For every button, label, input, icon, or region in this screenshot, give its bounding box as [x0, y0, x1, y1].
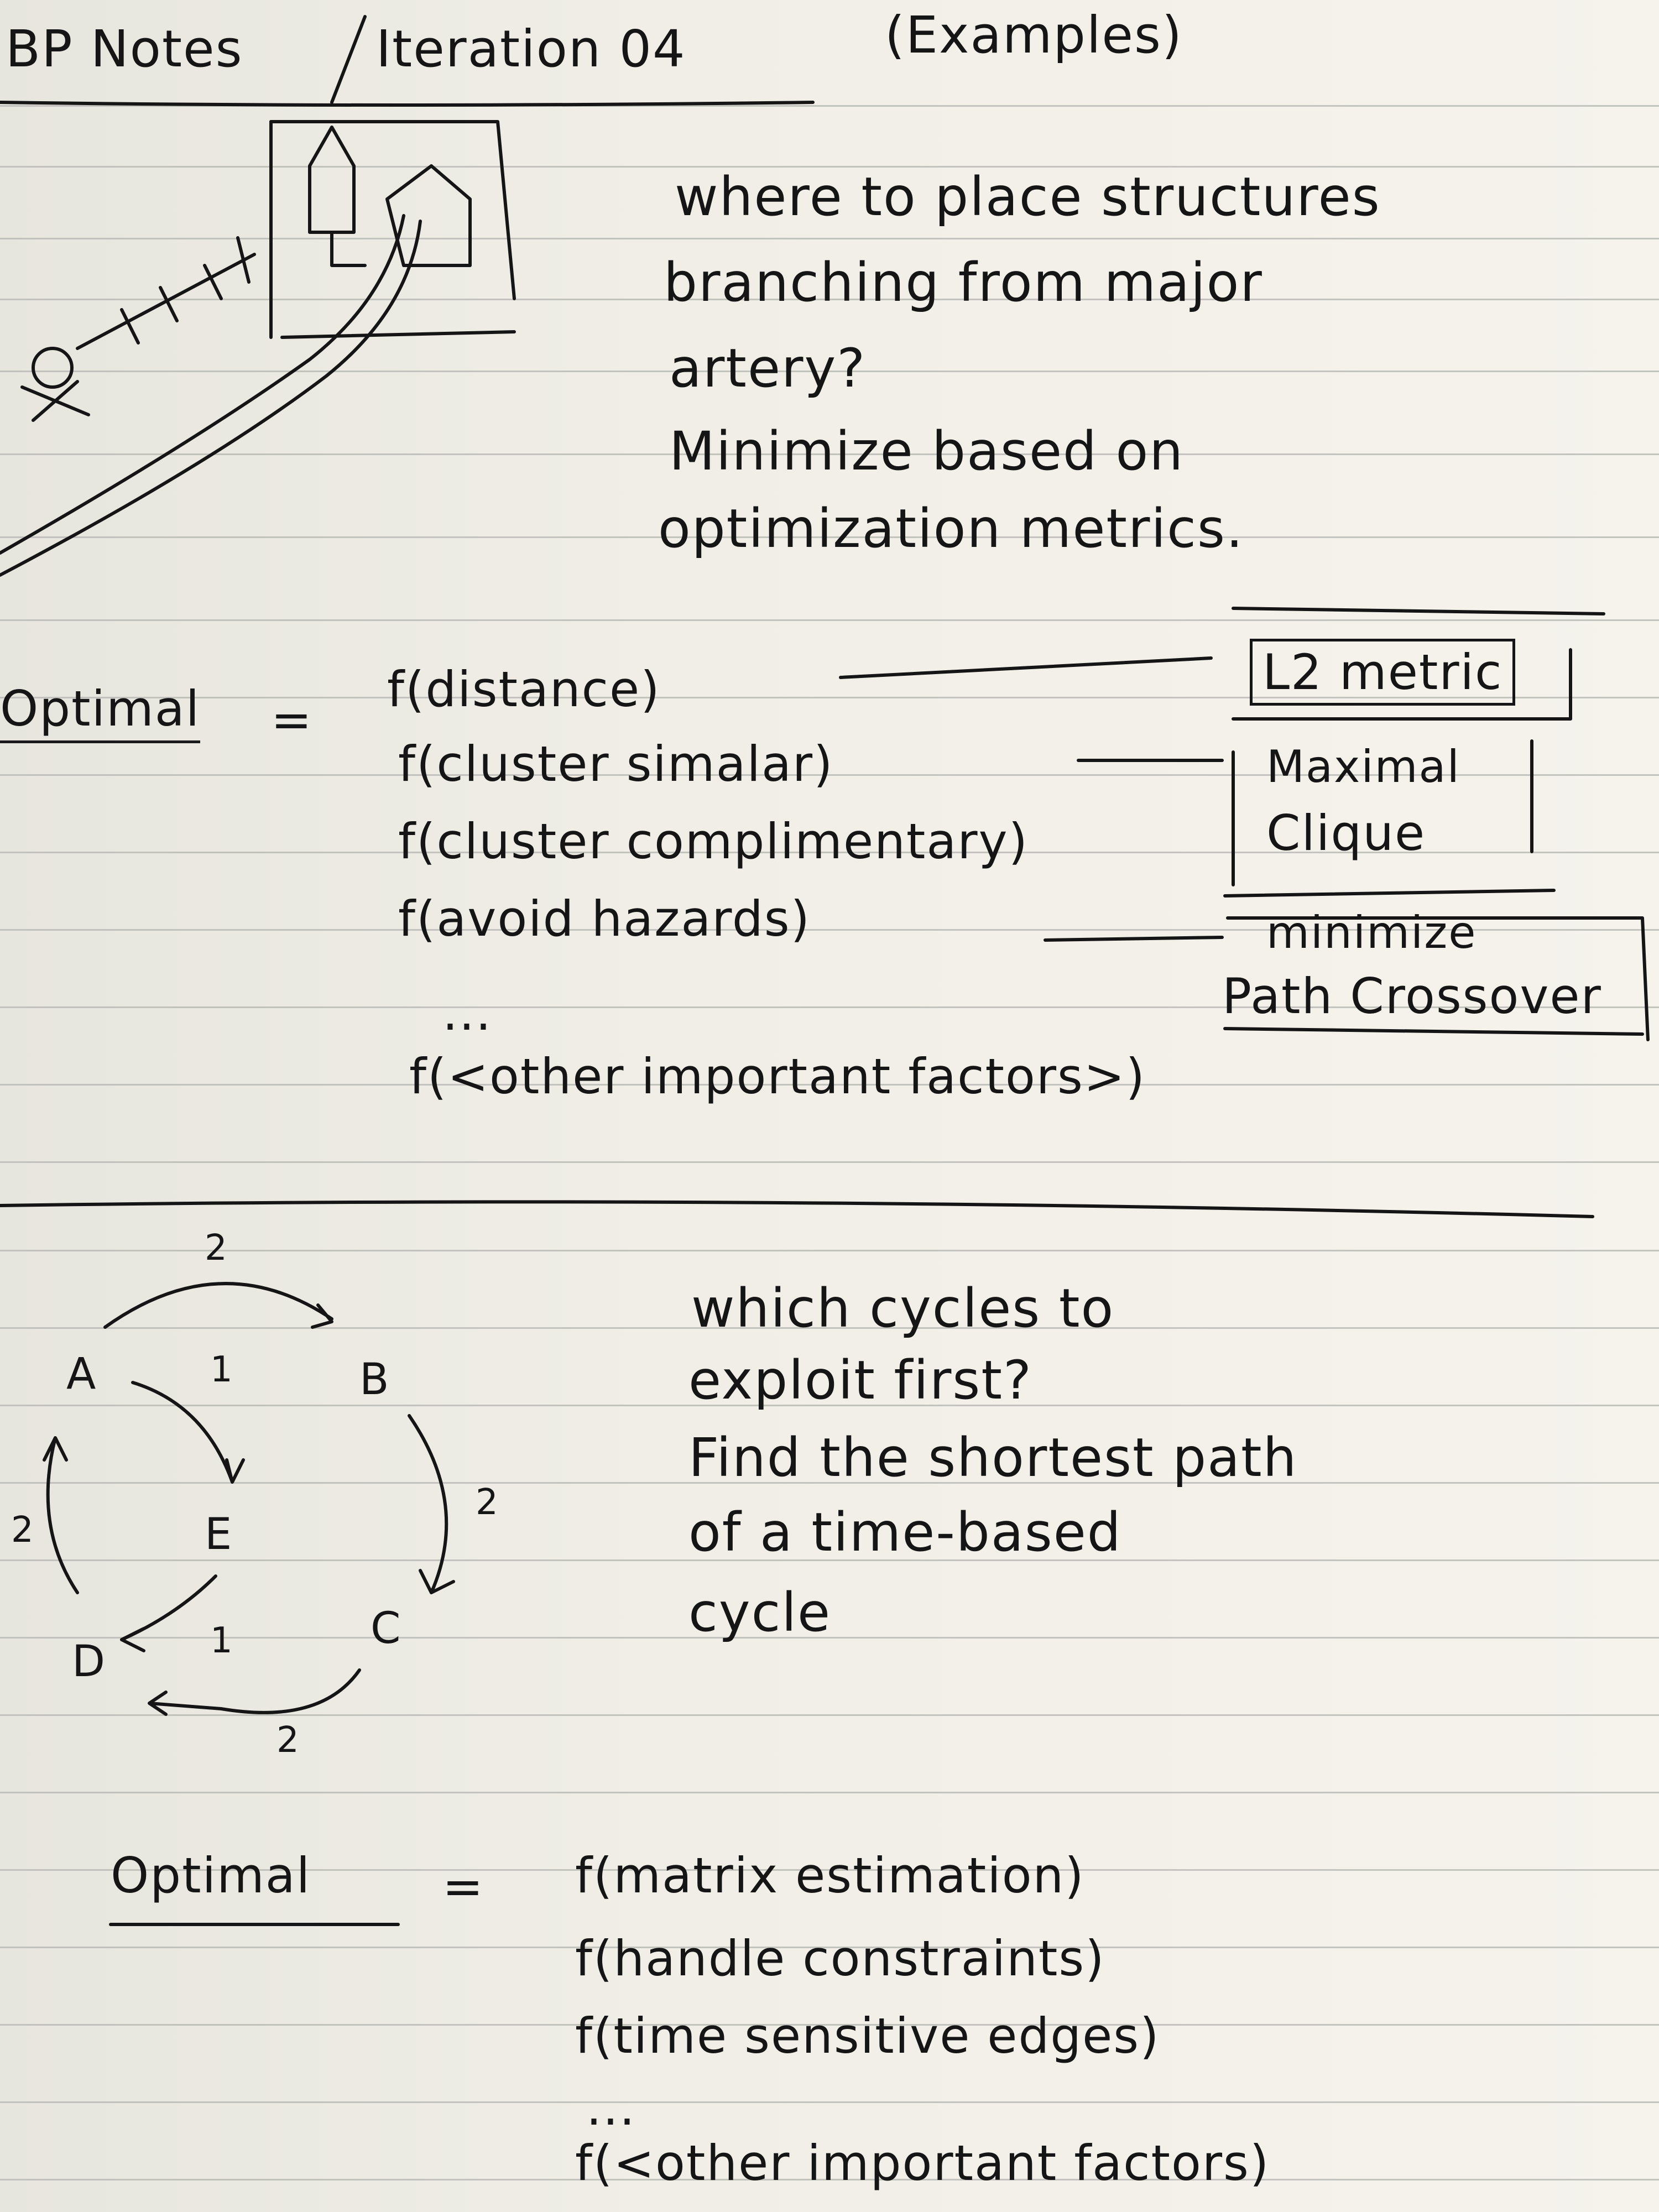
- node-a: A: [66, 1349, 97, 1399]
- node-b: B: [359, 1355, 390, 1405]
- section-divider: [0, 1200, 1594, 1218]
- edge-a-e: [131, 1381, 245, 1484]
- header-title-tag: (Examples): [885, 6, 1183, 65]
- rule-line: [0, 105, 1659, 107]
- rule-line: [0, 1161, 1659, 1163]
- rule-line: [0, 929, 1659, 931]
- node-e: E: [205, 1510, 233, 1559]
- answer-line: of a time-based: [688, 1501, 1122, 1563]
- metric-connectors: [839, 607, 1650, 1041]
- node-d: D: [72, 1637, 107, 1687]
- metric-clique-line2: Clique: [1266, 805, 1426, 862]
- rule-line: [0, 1947, 1659, 1948]
- rule-line: [0, 1714, 1659, 1716]
- factor-matrix-estimation: f(matrix estimation): [575, 1847, 1085, 1904]
- rule-line: [0, 1405, 1659, 1406]
- answer-line: Find the shortest path: [688, 1427, 1298, 1489]
- rule-line: [0, 2101, 1659, 2103]
- rule-line: [0, 619, 1659, 621]
- question-line: which cycles to: [691, 1277, 1115, 1339]
- rule-line: [0, 2024, 1659, 2026]
- rule-line: [0, 852, 1659, 853]
- weight-a-b: 2: [205, 1228, 228, 1269]
- rule-line: [0, 1869, 1659, 1871]
- rule-line: [0, 371, 1659, 372]
- equals2-sign: =: [442, 1858, 484, 1915]
- rule-line: [0, 774, 1659, 776]
- answer-line: Minimize based on: [669, 420, 1185, 482]
- factor2-ellipsis: ...: [586, 2079, 636, 2136]
- weight-e-d: 1: [210, 1620, 234, 1661]
- factor-ellipsis: ...: [442, 984, 492, 1041]
- rule-line: [0, 453, 1659, 455]
- weight-b-c: 2: [476, 1482, 499, 1523]
- rule-line: [0, 1482, 1659, 1484]
- header-title-left: BP Notes: [6, 19, 243, 79]
- factor-cluster-similar: f(cluster simalar): [398, 735, 834, 792]
- artery-sketch: [0, 120, 516, 577]
- rule-line: [0, 299, 1659, 300]
- node-c: C: [371, 1604, 402, 1653]
- weight-a-e: 1: [210, 1349, 234, 1390]
- header-underline: [0, 101, 815, 107]
- rule-line: [0, 1084, 1659, 1086]
- factor-distance: f(distance): [387, 661, 661, 718]
- metric-path-line1: minimize: [1266, 907, 1477, 958]
- question-line: exploit first?: [688, 1349, 1032, 1411]
- rule-line: [0, 697, 1659, 698]
- metric-path-line2: Path Crossover: [1222, 968, 1602, 1025]
- rule-line: [0, 1637, 1659, 1639]
- answer-line: cycle: [688, 1582, 832, 1644]
- rule-line: [0, 1250, 1659, 1251]
- edge-a-b: [103, 1282, 333, 1329]
- equals-sign: =: [271, 691, 313, 748]
- optimal2-label: Optimal: [111, 1847, 311, 1904]
- question-line: branching from major: [664, 252, 1263, 314]
- question-line: where to place structures: [675, 166, 1381, 228]
- factor-handle-constraints: f(handle constraints): [575, 1930, 1105, 1987]
- factor-avoid-hazards: f(avoid hazards): [398, 890, 811, 947]
- factor-cluster-complimentary: f(cluster complimentary): [398, 813, 1029, 870]
- header-slash: [330, 15, 367, 104]
- question-line: artery?: [669, 337, 867, 399]
- rule-line: [0, 1792, 1659, 1793]
- edge-b-c: [408, 1414, 455, 1594]
- weight-d-a: 2: [11, 1510, 35, 1551]
- edge-c-d: [148, 1668, 361, 1716]
- cycle-graph: [43, 1282, 455, 1716]
- metric-l2: L2 metric: [1250, 639, 1516, 706]
- rule-line: [0, 238, 1659, 239]
- rule-line: [0, 1327, 1659, 1329]
- rule-line: [0, 2179, 1659, 2180]
- edge-d-a: [43, 1436, 79, 1594]
- metric-clique-line1: Maximal: [1266, 741, 1460, 792]
- answer-line: optimization metrics.: [658, 498, 1244, 560]
- rule-line: [0, 1559, 1659, 1561]
- rule-line: [0, 1006, 1659, 1008]
- factor-other: f(<other important factors>): [409, 1048, 1146, 1105]
- edge-e-d: [120, 1574, 217, 1652]
- optimal-label: Optimal: [0, 680, 201, 743]
- rule-line: [0, 536, 1659, 538]
- header-title-right: Iteration 04: [376, 19, 686, 79]
- weight-c-d: 2: [276, 1720, 300, 1761]
- factor-time-sensitive-edges: f(time sensitive edges): [575, 2007, 1160, 2064]
- rule-line: [0, 166, 1659, 168]
- factor2-other: f(<other important factors): [575, 2135, 1270, 2192]
